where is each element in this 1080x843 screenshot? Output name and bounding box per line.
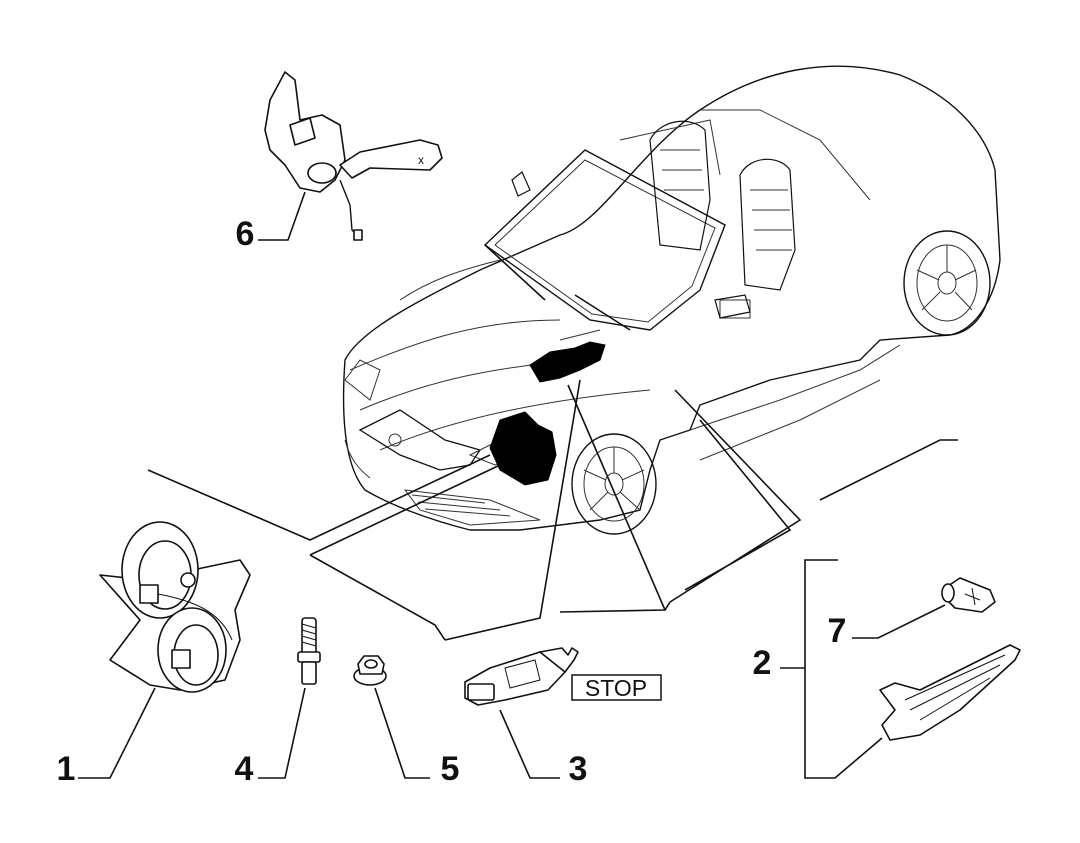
callout-6: 6 — [236, 215, 255, 253]
steering-column-switch-icon: x — [264, 71, 443, 241]
callout-2: 2 — [753, 644, 772, 682]
callout-7: 7 — [828, 612, 847, 650]
switch-location-highlight — [529, 341, 606, 383]
horn-pair-icon — [99, 521, 251, 693]
side-repeater-lamp-icon — [879, 644, 1021, 741]
stop-label-box — [571, 674, 662, 701]
bulb-icon — [941, 577, 996, 613]
stud-bolt-icon — [297, 617, 321, 685]
svg-text:x: x — [418, 153, 424, 167]
callout-1: 1 — [57, 750, 76, 788]
brake-light-switch-icon — [464, 647, 579, 706]
horn-location-highlight — [489, 411, 557, 486]
stop-label: STOP — [585, 675, 647, 701]
callout-3: 3 — [569, 750, 588, 788]
flange-nut-icon — [353, 655, 387, 686]
callout-5: 5 — [441, 750, 460, 788]
leader-lines — [78, 191, 958, 779]
convertible-car-illustration — [342, 65, 1001, 535]
callout-4: 4 — [235, 750, 254, 788]
